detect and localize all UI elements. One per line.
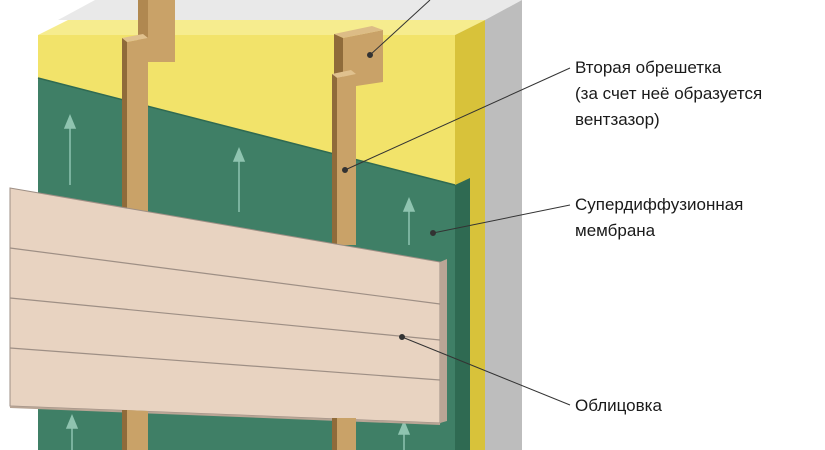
leader-membrane — [430, 204, 571, 236]
label-membrane-line2: мембрана — [575, 221, 656, 240]
counter-batten-right — [332, 70, 356, 245]
cladding-side — [440, 259, 447, 423]
airflow-arrows — [63, 114, 416, 450]
airflow-arrow-icon — [402, 197, 416, 245]
leader-lines — [342, 0, 571, 406]
label-cladding: Облицовка — [575, 396, 662, 415]
membrane-edge — [37, 77, 456, 186]
callout-cladding: Облицовка — [575, 396, 662, 415]
airflow-arrow-icon — [63, 114, 77, 185]
label-second-battens-line3: вентзазор) — [575, 110, 660, 129]
insulation-top-face — [38, 20, 485, 35]
wall-side-face — [485, 0, 522, 450]
board-seam — [9, 247, 441, 305]
leader-cladding — [399, 334, 571, 406]
airflow-arrow-icon — [397, 420, 411, 450]
airflow-arrow-icon — [65, 414, 79, 450]
wall-top-face — [58, 0, 522, 20]
label-second-battens-line2: (за счет неё образуется — [575, 84, 762, 103]
airflow-arrow-icon — [232, 147, 246, 212]
board-seam — [9, 297, 441, 341]
board-seam — [9, 347, 441, 381]
label-membrane-line1: Супердиффузионная — [575, 195, 743, 214]
callout-membrane: Супердиффузионная мембрана — [575, 195, 743, 240]
membrane-side-face — [455, 178, 470, 450]
callout-second-battens: Вторая обрешетка (за счет неё образуется… — [575, 58, 762, 129]
leader-second-battens — [342, 0, 571, 173]
counter-batten-bottoms — [122, 410, 356, 450]
label-second-battens-line1: Вторая обрешетка — [575, 58, 722, 77]
